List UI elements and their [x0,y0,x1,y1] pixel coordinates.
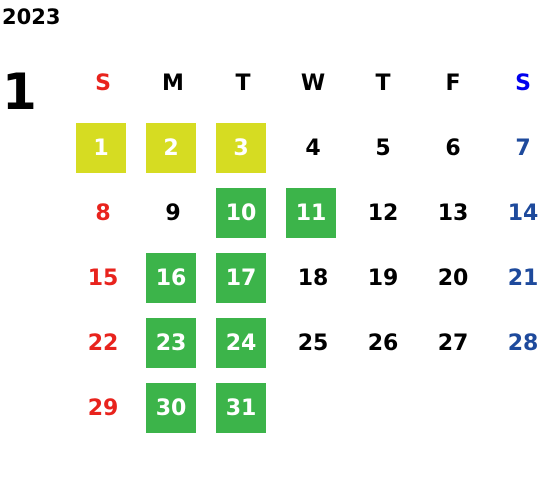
day-cell-22[interactable]: 22 [87,330,119,356]
empty-day-cell [488,383,548,433]
week-row: 22 23 24 25 26 27 28 [68,318,548,383]
weekday-header-sat: S [515,70,531,96]
day-cell-25[interactable]: 25 [297,330,329,356]
day-cell-9[interactable]: 9 [165,200,181,226]
day-cell-4[interactable]: 4 [305,135,321,161]
weekday-header-mon: M [162,70,184,96]
day-cell-11[interactable]: 11 [286,188,336,238]
day-cell-12[interactable]: 12 [367,200,399,226]
day-cell-30[interactable]: 30 [146,383,196,433]
day-cell-19[interactable]: 19 [367,265,399,291]
day-cell-5[interactable]: 5 [375,135,391,161]
day-cell-10[interactable]: 10 [216,188,266,238]
day-cell-6[interactable]: 6 [445,135,461,161]
day-cell-16[interactable]: 16 [146,253,196,303]
day-cell-13[interactable]: 13 [437,200,469,226]
day-cell-17[interactable]: 17 [216,253,266,303]
day-cell-24[interactable]: 24 [216,318,266,368]
day-cell-8[interactable]: 8 [95,200,111,226]
day-cell-14[interactable]: 14 [507,200,539,226]
day-cell-21[interactable]: 21 [507,265,539,291]
day-cell-18[interactable]: 18 [297,265,329,291]
weekday-header-sun: S [95,70,111,96]
day-cell-3[interactable]: 3 [216,123,266,173]
day-cell-27[interactable]: 27 [437,330,469,356]
empty-day-cell [278,383,348,433]
empty-day-cell [348,383,418,433]
weekday-header-tue: T [235,70,251,96]
day-cell-26[interactable]: 26 [367,330,399,356]
day-cell-23[interactable]: 23 [146,318,196,368]
week-row: 29 30 31 [68,383,548,448]
day-cell-1[interactable]: 1 [76,123,126,173]
month-label: 1 [2,63,37,121]
day-cell-7[interactable]: 7 [515,135,531,161]
day-cell-15[interactable]: 15 [87,265,119,291]
day-cell-20[interactable]: 20 [437,265,469,291]
day-cell-2[interactable]: 2 [146,123,196,173]
weekday-header-thu: T [375,70,391,96]
week-row: 8 9 10 11 12 13 14 [68,188,548,253]
day-cell-31[interactable]: 31 [216,383,266,433]
week-row: 15 16 17 18 19 20 21 [68,253,548,318]
day-cell-29[interactable]: 29 [87,395,119,421]
weekday-header-fri: F [445,70,461,96]
weekday-header-wed: W [300,70,326,96]
day-cell-28[interactable]: 28 [507,330,539,356]
empty-day-cell [418,383,488,433]
year-label: 2023 [2,5,61,29]
